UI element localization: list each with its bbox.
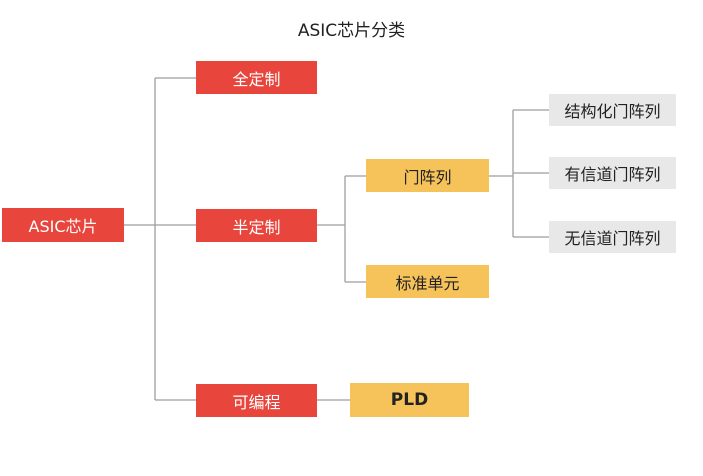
node-full-custom: 全定制: [196, 61, 317, 94]
node-label: 可编程: [232, 392, 281, 412]
node-asic-chip: ASIC芯片: [2, 208, 124, 242]
node-gate-array: 门阵列: [366, 159, 489, 192]
node-label: 结构化门阵列: [564, 102, 661, 121]
node-channelless-gate-array: 无信道门阵列: [549, 221, 676, 253]
node-label: 有信道门阵列: [564, 165, 661, 184]
node-label: 全定制: [232, 69, 281, 89]
node-label: 门阵列: [403, 167, 452, 187]
node-channeled-gate-array: 有信道门阵列: [549, 157, 676, 189]
node-structured-gate-array: 结构化门阵列: [549, 94, 676, 126]
node-label: PLD: [390, 390, 429, 410]
node-label: ASIC芯片: [28, 217, 98, 236]
diagram-title: ASIC芯片分类: [297, 21, 406, 41]
node-semi-custom: 半定制: [196, 209, 317, 242]
node-programmable: 可编程: [196, 384, 317, 417]
node-pld: PLD: [350, 383, 469, 417]
node-standard-cell: 标准单元: [366, 265, 489, 298]
node-label: 半定制: [232, 217, 281, 237]
node-label: 无信道门阵列: [564, 229, 661, 248]
node-label: 标准单元: [395, 273, 460, 293]
